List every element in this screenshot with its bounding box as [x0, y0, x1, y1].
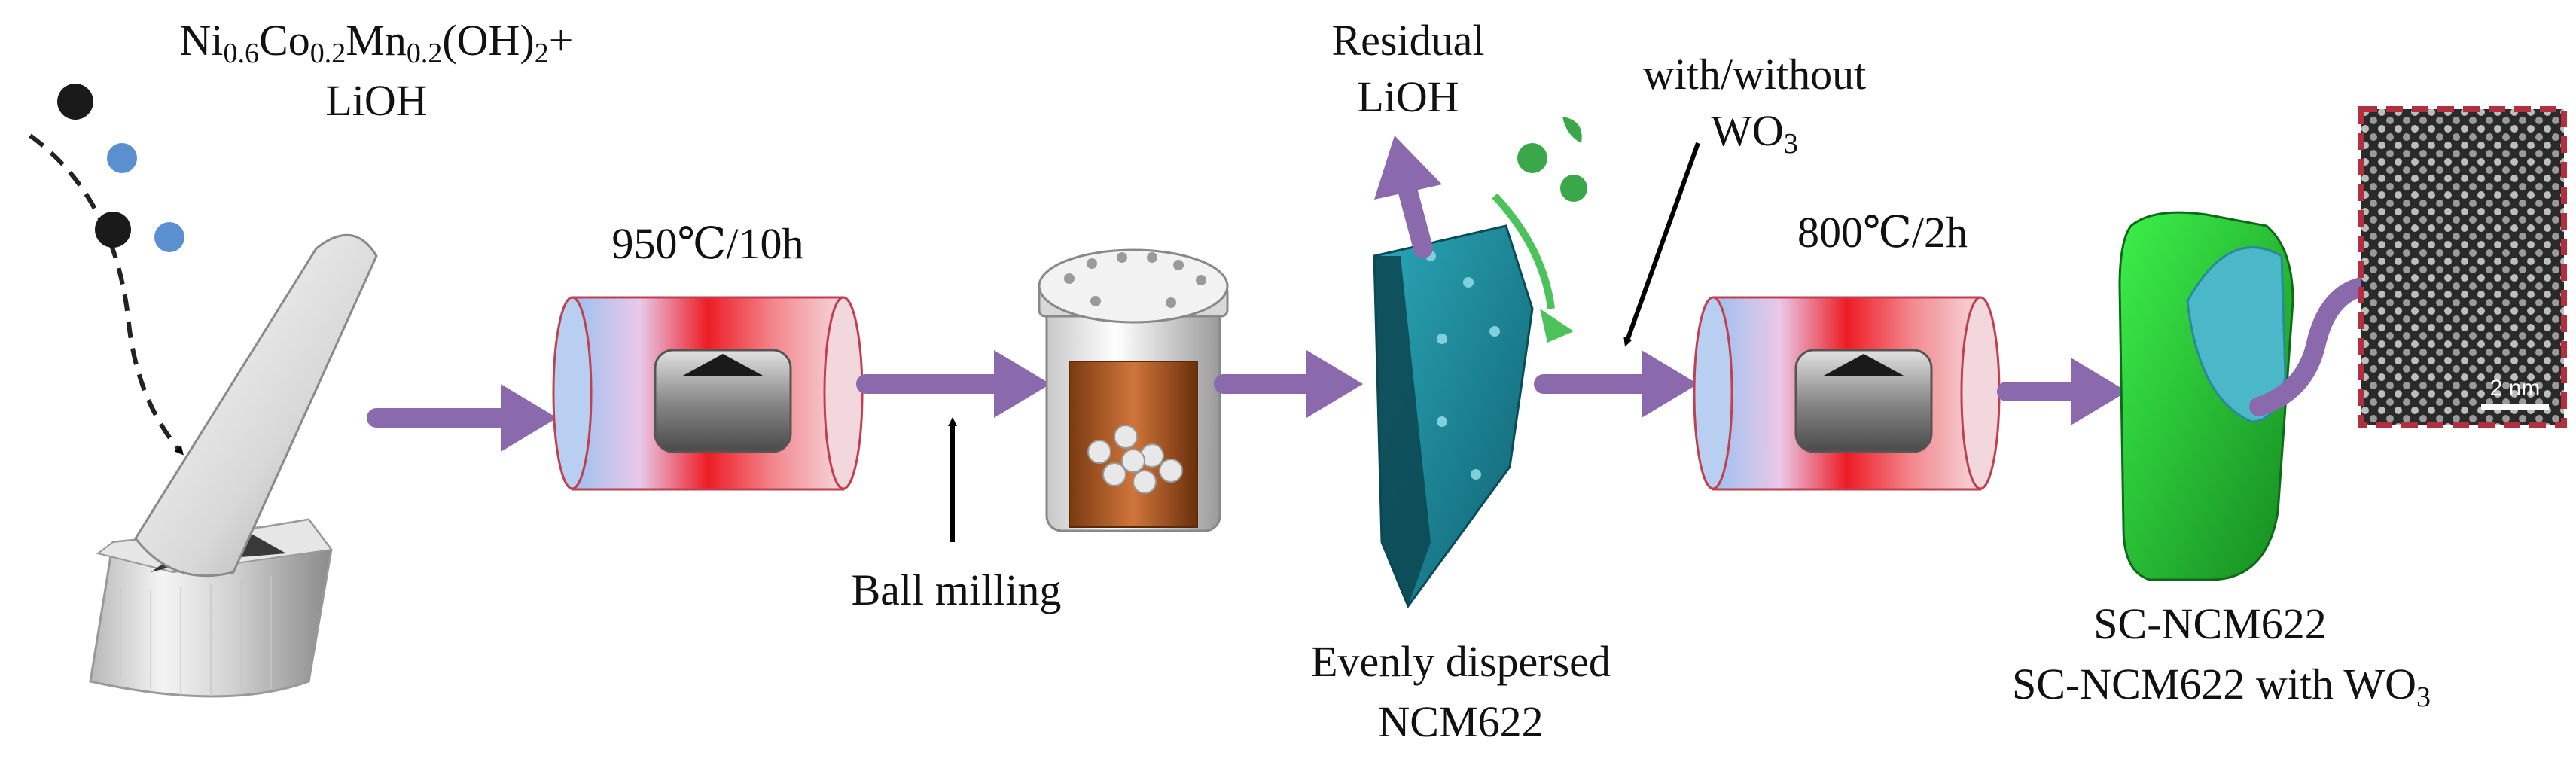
residual-lioh-line2: LiOH — [1357, 72, 1459, 121]
wo3-label: WO3 — [1711, 106, 1798, 160]
precursor-sphere-black-1 — [57, 84, 93, 120]
dashed-feed-path — [29, 133, 184, 456]
process-arrow-4 — [1534, 350, 1698, 418]
calcination-1-label: 950℃/10h — [611, 219, 804, 268]
process-arrow-1 — [367, 384, 557, 452]
precursor-sphere-blue-1 — [107, 143, 137, 173]
tube-furnace-1-icon — [552, 296, 864, 491]
hrtem-connector — [2249, 276, 2374, 416]
scale-bar-label: 2 nm — [2490, 376, 2541, 401]
residual-lioh-line1: Residual — [1331, 16, 1485, 65]
calcination-2-label: 800℃/2h — [1797, 208, 1968, 257]
product-line2: SC-NCM622 with WO3 — [2011, 660, 2431, 713]
precursor-formula: Ni0.6Co0.2Mn0.2(OH)2+ — [179, 16, 574, 69]
residual-lioh-arrow — [1374, 136, 1442, 258]
dispersed-line2: NCM622 — [1378, 697, 1544, 746]
precursor-lioh: LiOH — [325, 76, 428, 125]
ball-mill-jar-icon — [1038, 248, 1229, 532]
precursor-sphere-black-2 — [95, 212, 131, 248]
sc-ncm622-particle-icon — [2118, 211, 2294, 581]
mortar-and-pestle-icon — [89, 233, 378, 698]
with-without-label: with/without — [1642, 50, 1867, 99]
tube-furnace-2-icon — [1693, 296, 2001, 491]
precursor-sphere-blue-2 — [154, 222, 184, 252]
product-line1: SC-NCM622 — [2093, 599, 2327, 648]
wo3-feed-arrow — [1492, 193, 1555, 309]
ball-milling-label: Ball milling — [851, 565, 1062, 614]
ncm622-particle-icon — [1373, 224, 1534, 609]
process-arrow-5 — [1997, 358, 2127, 425]
wo3-particles — [1517, 117, 1587, 202]
process-arrow-3 — [1214, 350, 1363, 418]
dispersed-line1: Evenly dispersed — [1311, 637, 1611, 686]
process-arrow-2 — [856, 350, 1050, 418]
hrtem-image-icon — [2358, 106, 2567, 428]
wo3-pointer — [1623, 142, 1700, 347]
